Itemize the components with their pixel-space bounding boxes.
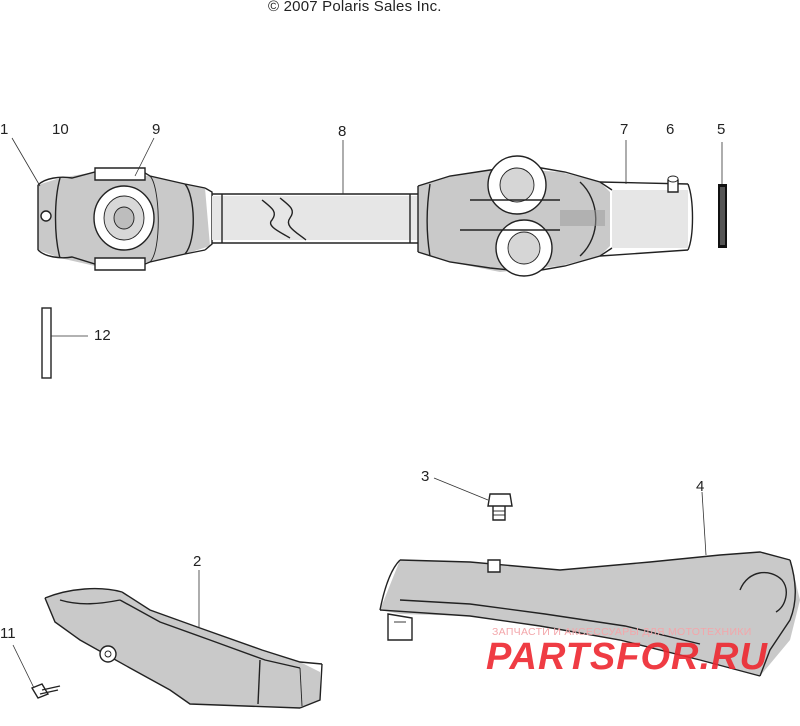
driveshaft-assembly: [37, 155, 727, 379]
slip-yoke: [599, 175, 694, 257]
callout-11: 11: [0, 625, 16, 642]
callout-6: 6: [666, 121, 675, 138]
left-u-joint: [37, 167, 213, 271]
callout-1: 1: [0, 121, 9, 138]
callout-9: 9: [152, 121, 161, 138]
callout-8: 8: [338, 123, 347, 140]
screw-11: [30, 683, 61, 699]
callout-7: 7: [620, 121, 629, 138]
bolt-3: [487, 493, 513, 521]
callout-2: 2: [193, 553, 202, 570]
lower-guard-left: [44, 587, 323, 709]
shaft-tube: [212, 193, 420, 244]
watermark-tagline: ЗАПЧАСТИ И АКСЕССУАРЫ ДЛЯ МОТОТЕХНИКИ: [492, 626, 752, 638]
callout-4: 4: [696, 478, 705, 495]
watermark-brand: PARTSFOR.RU: [486, 636, 768, 678]
leader-lines: [11, 137, 723, 689]
callout-5: 5: [717, 121, 726, 138]
copyright-notice: © 2007 Polaris Sales Inc.: [268, 0, 442, 15]
callout-12: 12: [94, 327, 111, 344]
lower-guard-right: [379, 551, 800, 677]
dust-seal: [41, 307, 52, 379]
callout-3: 3: [421, 468, 430, 485]
callout-10: 10: [52, 121, 69, 138]
right-u-joint: [417, 155, 613, 277]
